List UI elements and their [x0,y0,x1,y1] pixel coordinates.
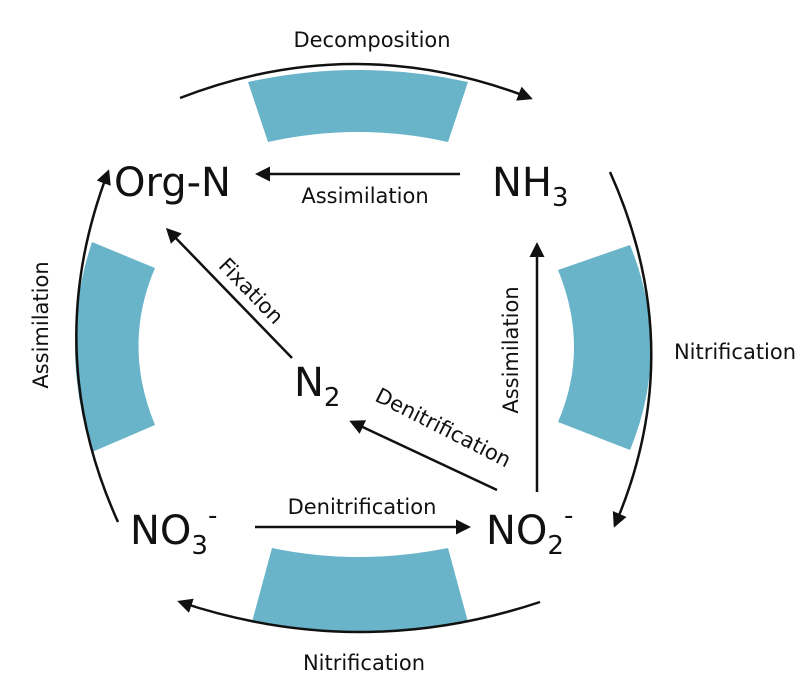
node-no3: NO3- [130,501,217,561]
label-assimilation-left: Assimilation [29,261,53,388]
band-right [558,245,651,450]
node-n2-sub: 2 [324,383,341,413]
band-left [75,242,155,452]
label-decomposition: Decomposition [293,28,450,52]
label-assimilation-right: Assimilation [499,286,523,413]
label-nitrification-bottom: Nitrification [303,651,425,675]
node-org-n: Org-N [114,160,231,206]
node-nh3-sub: 3 [552,183,569,213]
label-nitrification-right: Nitrification [674,340,796,364]
label-denitrification-bottom: Denitrification [288,495,437,519]
band-bottom [252,548,468,631]
node-no2-base: NO [486,508,547,554]
label-fixation: Fixation [214,253,288,329]
arc-decomposition [179,62,533,101]
label-assimilation-top: Assimilation [301,184,428,208]
node-no2: NO2- [486,501,573,561]
node-no2-sub: 2 [547,531,564,561]
arc-nitrification-bottom [177,598,541,634]
node-nh3: NH3 [492,160,569,213]
arc-assimilation-left [75,169,120,523]
node-nh3-base: NH [492,160,552,206]
node-no3-base: NO [130,508,191,554]
node-n2: N2 [294,360,340,413]
node-n2-base: N [294,360,324,406]
arrow-denitrification-diag [349,420,498,492]
node-no3-sup: - [208,501,217,531]
node-no2-sup: - [564,501,573,531]
node-no3-sub: 3 [191,531,208,561]
band-top [248,70,468,142]
label-denitrification-diag: Denitrification [371,383,514,472]
arrow-fixation [165,227,293,359]
arc-nitrification-right [608,171,653,528]
